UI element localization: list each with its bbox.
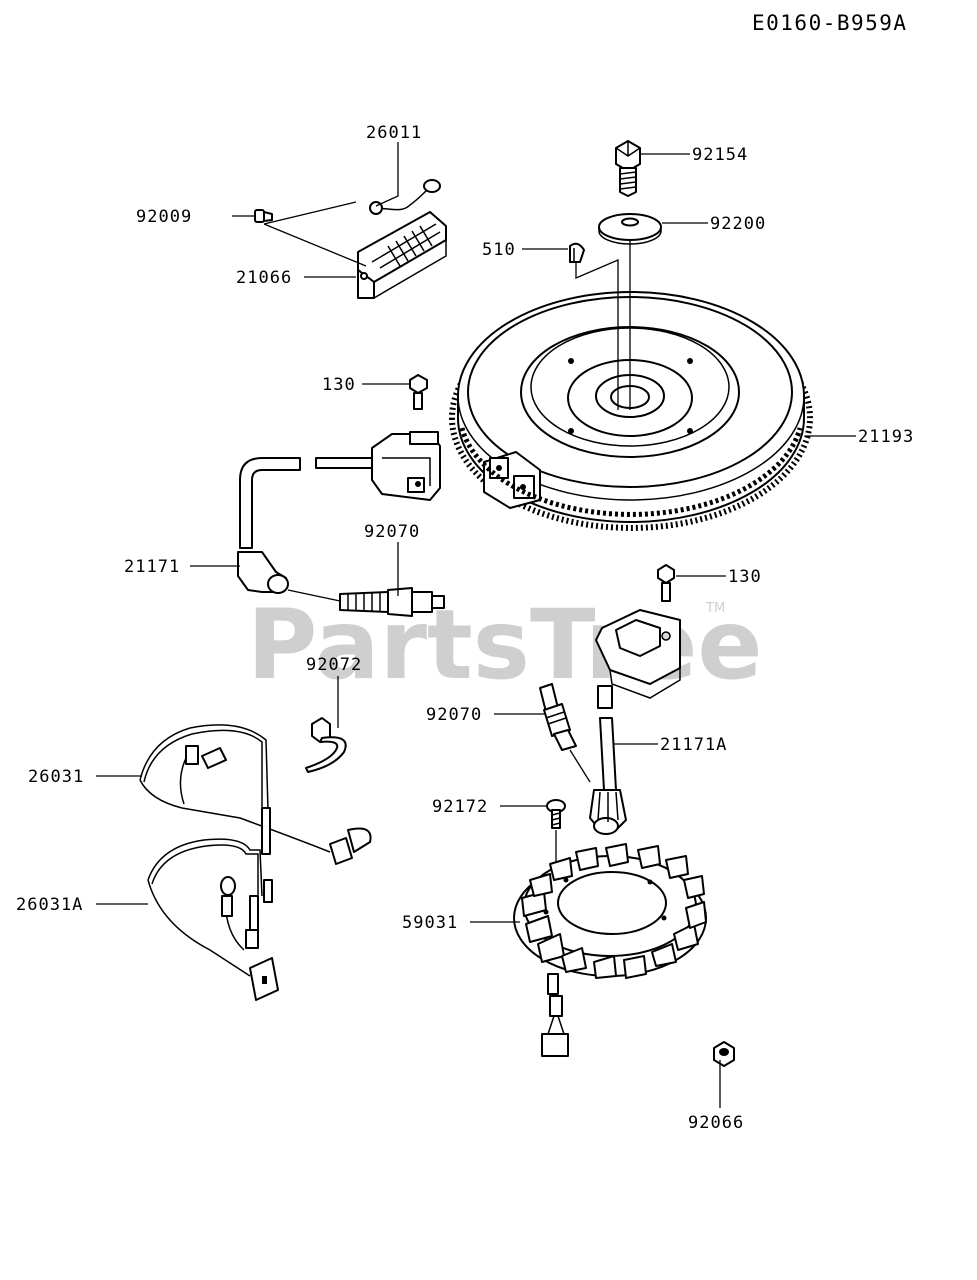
callout-510: 510	[482, 240, 516, 260]
bolt-92154[interactable]	[615, 140, 641, 197]
callout-92154: 92154	[692, 145, 748, 165]
bolt-130-right[interactable]	[657, 564, 675, 602]
watermark-text: PartsTree	[247, 589, 762, 701]
callout-21066: 21066	[236, 268, 292, 288]
bracket-92072[interactable]	[305, 717, 347, 773]
callout-92066: 92066	[688, 1113, 744, 1133]
ignition-coil-21171[interactable]	[237, 431, 441, 594]
callout-92070-mid: 92070	[426, 705, 482, 725]
washer-92200[interactable]	[598, 213, 662, 245]
harness-26031[interactable]	[139, 724, 372, 865]
nut-92066[interactable]	[713, 1041, 735, 1067]
diagram-code: E0160-B959A	[752, 11, 908, 35]
callout-92200: 92200	[710, 214, 766, 234]
spark-plug-92070-top[interactable]	[339, 587, 445, 617]
callout-26031: 26031	[28, 767, 84, 787]
callout-92172: 92172	[432, 797, 488, 817]
bolt-130-top[interactable]	[409, 374, 428, 410]
callout-26011: 26011	[366, 123, 422, 143]
callout-92009: 92009	[136, 207, 192, 227]
leader-lines	[96, 142, 856, 1108]
regulator-assembly[interactable]	[254, 179, 447, 300]
watermark-trademark: TM	[705, 601, 725, 616]
stator-59031[interactable]	[513, 843, 707, 1057]
callout-labels: 26011 92009 21066 92154 92200 510 130 21…	[16, 123, 914, 1133]
callout-59031: 59031	[402, 913, 458, 933]
key-510[interactable]	[569, 242, 585, 263]
ignition-coil-21171A[interactable]	[589, 609, 681, 835]
flywheel-21193[interactable]	[448, 291, 814, 531]
spark-plug-92070-mid[interactable]	[539, 683, 577, 751]
callout-130-right: 130	[728, 567, 762, 587]
screw-92172[interactable]	[546, 799, 566, 829]
callout-21171: 21171	[124, 557, 180, 577]
watermark: PartsTree TM	[247, 589, 762, 701]
callout-26031A: 26031A	[16, 895, 83, 915]
callout-21171A: 21171A	[660, 735, 727, 755]
callout-21193: 21193	[858, 427, 914, 447]
harness-26031A[interactable]	[147, 838, 279, 1001]
callout-130-top: 130	[322, 375, 356, 395]
callout-92072: 92072	[306, 655, 362, 675]
callout-92070-top: 92070	[364, 522, 420, 542]
